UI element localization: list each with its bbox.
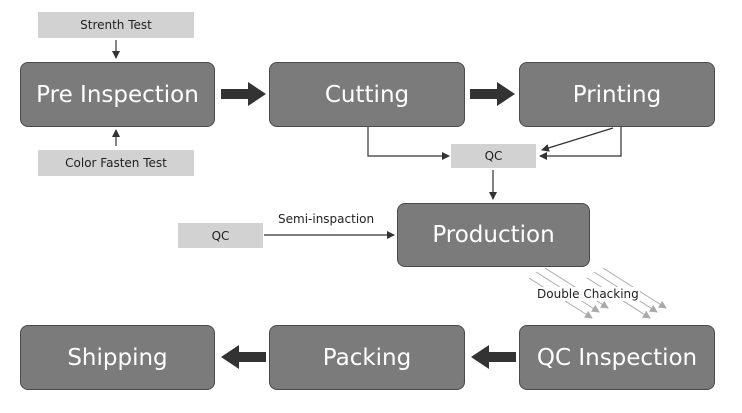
cutting-step: Cutting (269, 62, 465, 127)
qc-tag-upper: QC (451, 144, 536, 168)
color-fasten-test-tag: Color Fasten Test (38, 150, 194, 176)
strength-test-tag: Strenth Test (38, 12, 194, 38)
printing-to-qc-connector (539, 127, 622, 160)
bold-arrow-pre-to-cutting (221, 82, 266, 106)
production-step: Production (397, 203, 590, 267)
cutting-to-qc-connector (367, 127, 450, 160)
printing-to-qc-diagonal (541, 127, 614, 152)
bold-arrow-packing-to-shipping (221, 345, 266, 369)
packing-step: Packing (269, 325, 465, 390)
pre-inspection-step: Pre Inspection (20, 62, 215, 127)
shipping-step: Shipping (20, 325, 215, 390)
qc-tag-left: QC (178, 223, 263, 248)
bold-arrow-qc-to-packing (471, 345, 516, 369)
bold-arrow-cutting-to-printing (470, 82, 515, 106)
qc-inspection-step: QC Inspection (519, 325, 715, 390)
printing-step: Printing (519, 62, 715, 127)
double-checking-label: Double Chacking (536, 287, 640, 301)
semi-inspection-label: Semi-inspaction (278, 212, 375, 226)
